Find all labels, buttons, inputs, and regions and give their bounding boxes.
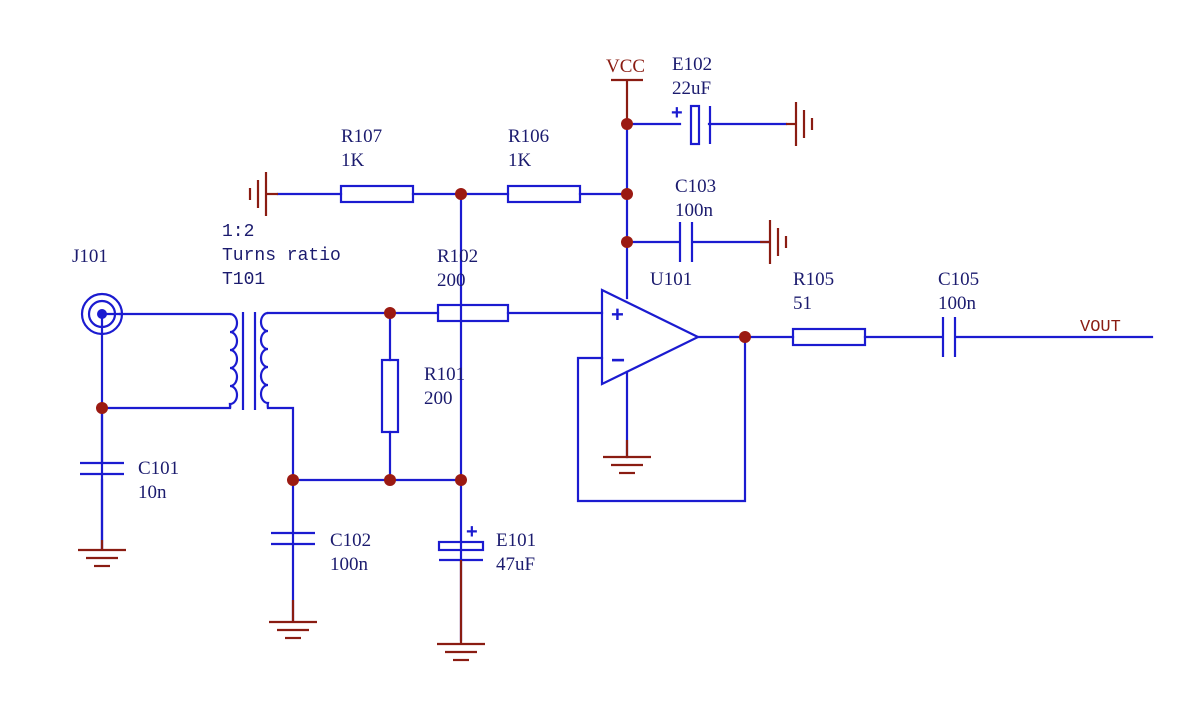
r105-value: 51 xyxy=(793,293,812,314)
junction-dot xyxy=(287,474,299,486)
wires xyxy=(100,122,1154,642)
u101-plus-sign: + xyxy=(611,302,624,327)
ground-c102 xyxy=(269,600,317,640)
t101-desc: Turns ratio xyxy=(222,246,341,266)
e101-plate-positive xyxy=(437,540,485,552)
r105-ref: R105 xyxy=(793,269,834,290)
r102-value: 200 xyxy=(437,270,466,291)
c105-capacitor[interactable] xyxy=(941,317,957,357)
u101-opamp[interactable]: + − xyxy=(600,288,701,386)
e102-value: 22uF xyxy=(672,78,711,99)
vcc-power-symbol xyxy=(611,78,643,124)
j101-ref: J101 xyxy=(72,246,108,267)
c105-ref: C105 xyxy=(938,269,979,290)
junction-dot xyxy=(621,118,633,130)
ground-r107 xyxy=(248,172,278,216)
c103-value: 100n xyxy=(675,200,714,221)
junction-dot xyxy=(455,474,467,486)
c102-value: 100n xyxy=(330,554,369,575)
c101-value: 10n xyxy=(138,482,167,503)
r101-resistor[interactable] xyxy=(380,358,400,434)
r107-ref: R107 xyxy=(341,126,382,147)
c103-ref: C103 xyxy=(675,176,716,197)
r101-ref: R101 xyxy=(424,364,465,385)
c103-capacitor[interactable] xyxy=(678,222,694,262)
t101-ref: T101 xyxy=(222,270,265,290)
ground-c103 xyxy=(760,220,788,264)
t101-secondary-coil xyxy=(259,311,270,409)
junctions xyxy=(96,118,751,486)
c101-capacitor[interactable] xyxy=(80,406,124,476)
c101-ref: C101 xyxy=(138,458,179,479)
e102-capacitor[interactable]: + xyxy=(671,102,712,146)
r107-value: 1K xyxy=(341,150,365,171)
labels: VCC VOUT J101 1:2 Turns ratio T101 R107 … xyxy=(72,54,1121,575)
junction-dot xyxy=(621,188,633,200)
junction-dot xyxy=(621,236,633,248)
e101-value: 47uF xyxy=(496,554,535,575)
r102-resistor[interactable] xyxy=(436,303,510,323)
e101-polarity-mark: + xyxy=(466,521,478,543)
wire-feedback xyxy=(576,335,747,503)
e102-ref: E102 xyxy=(672,54,712,75)
junction-dot xyxy=(739,331,751,343)
ground-u101 xyxy=(603,440,651,475)
r107-resistor[interactable] xyxy=(339,184,415,204)
vout-label: VOUT xyxy=(1080,318,1121,337)
e101-ref: E101 xyxy=(496,530,536,551)
junction-dot xyxy=(384,307,396,319)
u101-minus-sign: − xyxy=(611,347,625,374)
r101-value: 200 xyxy=(424,388,453,409)
junction-dot xyxy=(384,474,396,486)
r105-resistor[interactable] xyxy=(791,327,867,347)
r106-ref: R106 xyxy=(508,126,549,147)
t101-primary-coil xyxy=(228,312,239,409)
r106-resistor[interactable] xyxy=(506,184,582,204)
t101-ratio: 1:2 xyxy=(222,222,254,242)
c102-ref: C102 xyxy=(330,530,371,551)
e102-polarity-mark: + xyxy=(671,102,683,124)
vcc-label: VCC xyxy=(606,56,645,77)
r102-ref: R102 xyxy=(437,246,478,267)
u101-ref: U101 xyxy=(650,269,692,290)
u101-triangle xyxy=(600,288,701,386)
t101-transformer[interactable] xyxy=(228,311,270,410)
r106-value: 1K xyxy=(508,150,532,171)
ground-e101 xyxy=(437,560,485,662)
j101-connector[interactable] xyxy=(80,292,124,336)
ground-c101 xyxy=(78,540,126,568)
junction-dot xyxy=(96,402,108,414)
c102-capacitor[interactable] xyxy=(271,531,315,546)
e102-plate-positive xyxy=(689,104,701,146)
junction-dot xyxy=(455,188,467,200)
wire-secondary-bottom xyxy=(266,406,295,622)
c105-value: 100n xyxy=(938,293,977,314)
ground-e102 xyxy=(786,102,814,146)
